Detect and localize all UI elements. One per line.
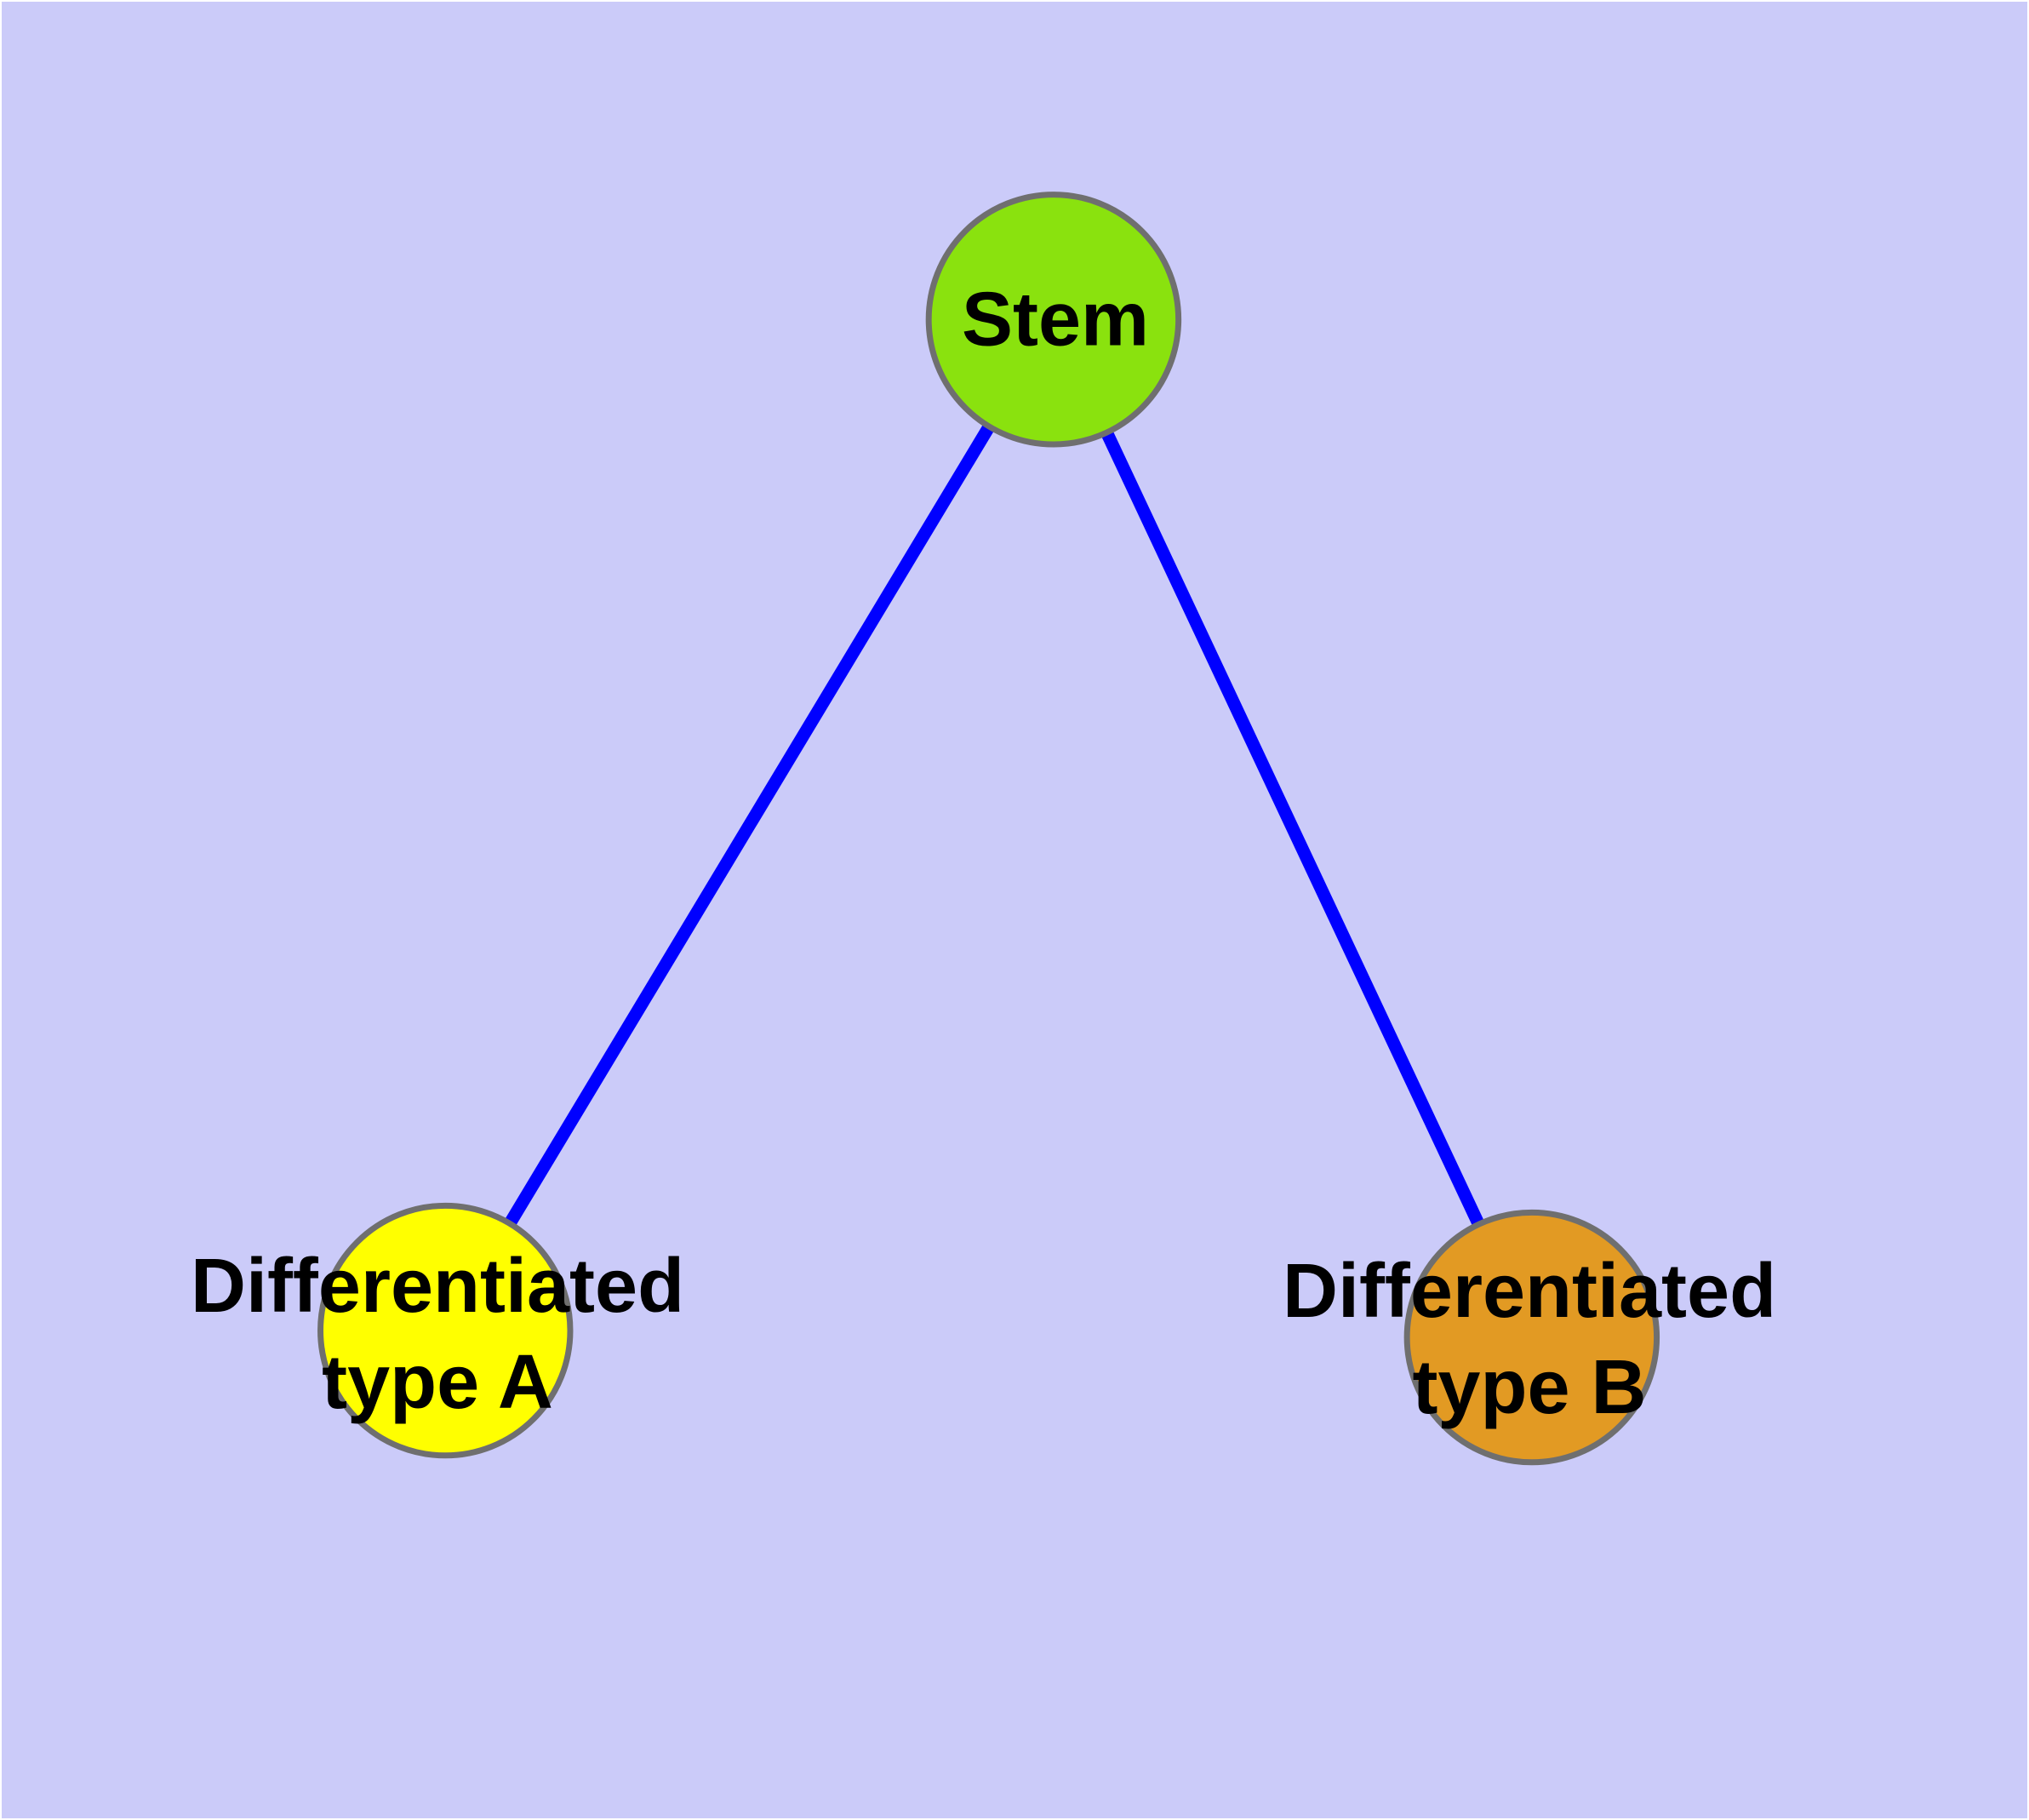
node-type-b-circle — [1403, 1209, 1660, 1466]
node-stem-circle — [925, 192, 1182, 448]
edge-stem-to-type-a — [439, 316, 1060, 1334]
edge-stem-to-type-b — [1048, 317, 1538, 1341]
node-type-a-circle — [317, 1202, 574, 1459]
